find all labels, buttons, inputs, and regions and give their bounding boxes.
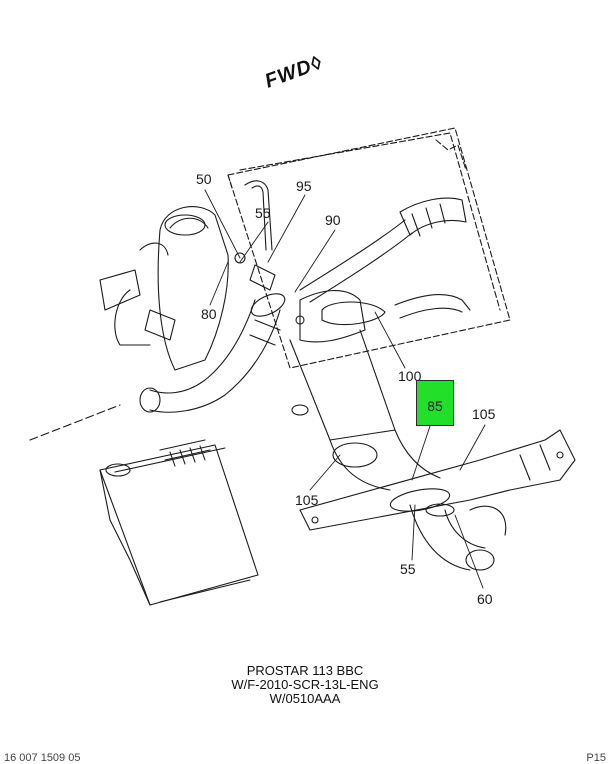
callout-60: 60 [477, 591, 493, 607]
callout-55-bottom: 55 [400, 561, 416, 577]
caption-config: W/F-2010-SCR-13L-ENG [231, 677, 379, 692]
radiator-hose [299, 197, 467, 303]
callout-100: 100 [398, 368, 422, 384]
callout-90: 90 [325, 212, 341, 228]
clamp-60 [425, 503, 455, 517]
mounting-hardware [144, 252, 305, 341]
charge-air-pipe [139, 293, 286, 413]
clamp-100 [321, 301, 386, 326]
footer-page-ref: P15 [586, 752, 606, 764]
callout-50: 50 [196, 171, 212, 187]
leader-lines [204, 189, 486, 589]
charge-air-cooler [99, 439, 259, 606]
coolant-tube [244, 180, 273, 251]
callout-95: 95 [296, 178, 312, 194]
clamp-105-left [332, 442, 378, 468]
callout-85-highlighted[interactable]: 85 [416, 380, 454, 426]
return-hose [394, 294, 471, 319]
callout-105-left: 105 [295, 492, 319, 508]
frame-reference-line [29, 404, 121, 441]
callout-80: 80 [201, 306, 217, 322]
callout-105-right: 105 [472, 406, 496, 422]
turbocharger [99, 206, 229, 371]
caption-model: PROSTAR 113 BBC [246, 663, 364, 678]
exhaust-pipe [289, 289, 441, 491]
frame-bracket [299, 429, 576, 531]
caption-code: W/0510AAA [269, 691, 341, 706]
radiator-outline [227, 127, 511, 369]
exhaust-outlet-elbow [409, 504, 507, 571]
footer-part-number: 16 007 1509 05 [4, 752, 81, 764]
clamp-55-bottom [389, 488, 451, 512]
callout-55-top: 55 [255, 205, 271, 221]
diagram-caption: PROSTAR 113 BBC W/F-2010-SCR-13L-ENG W/0… [0, 664, 610, 706]
